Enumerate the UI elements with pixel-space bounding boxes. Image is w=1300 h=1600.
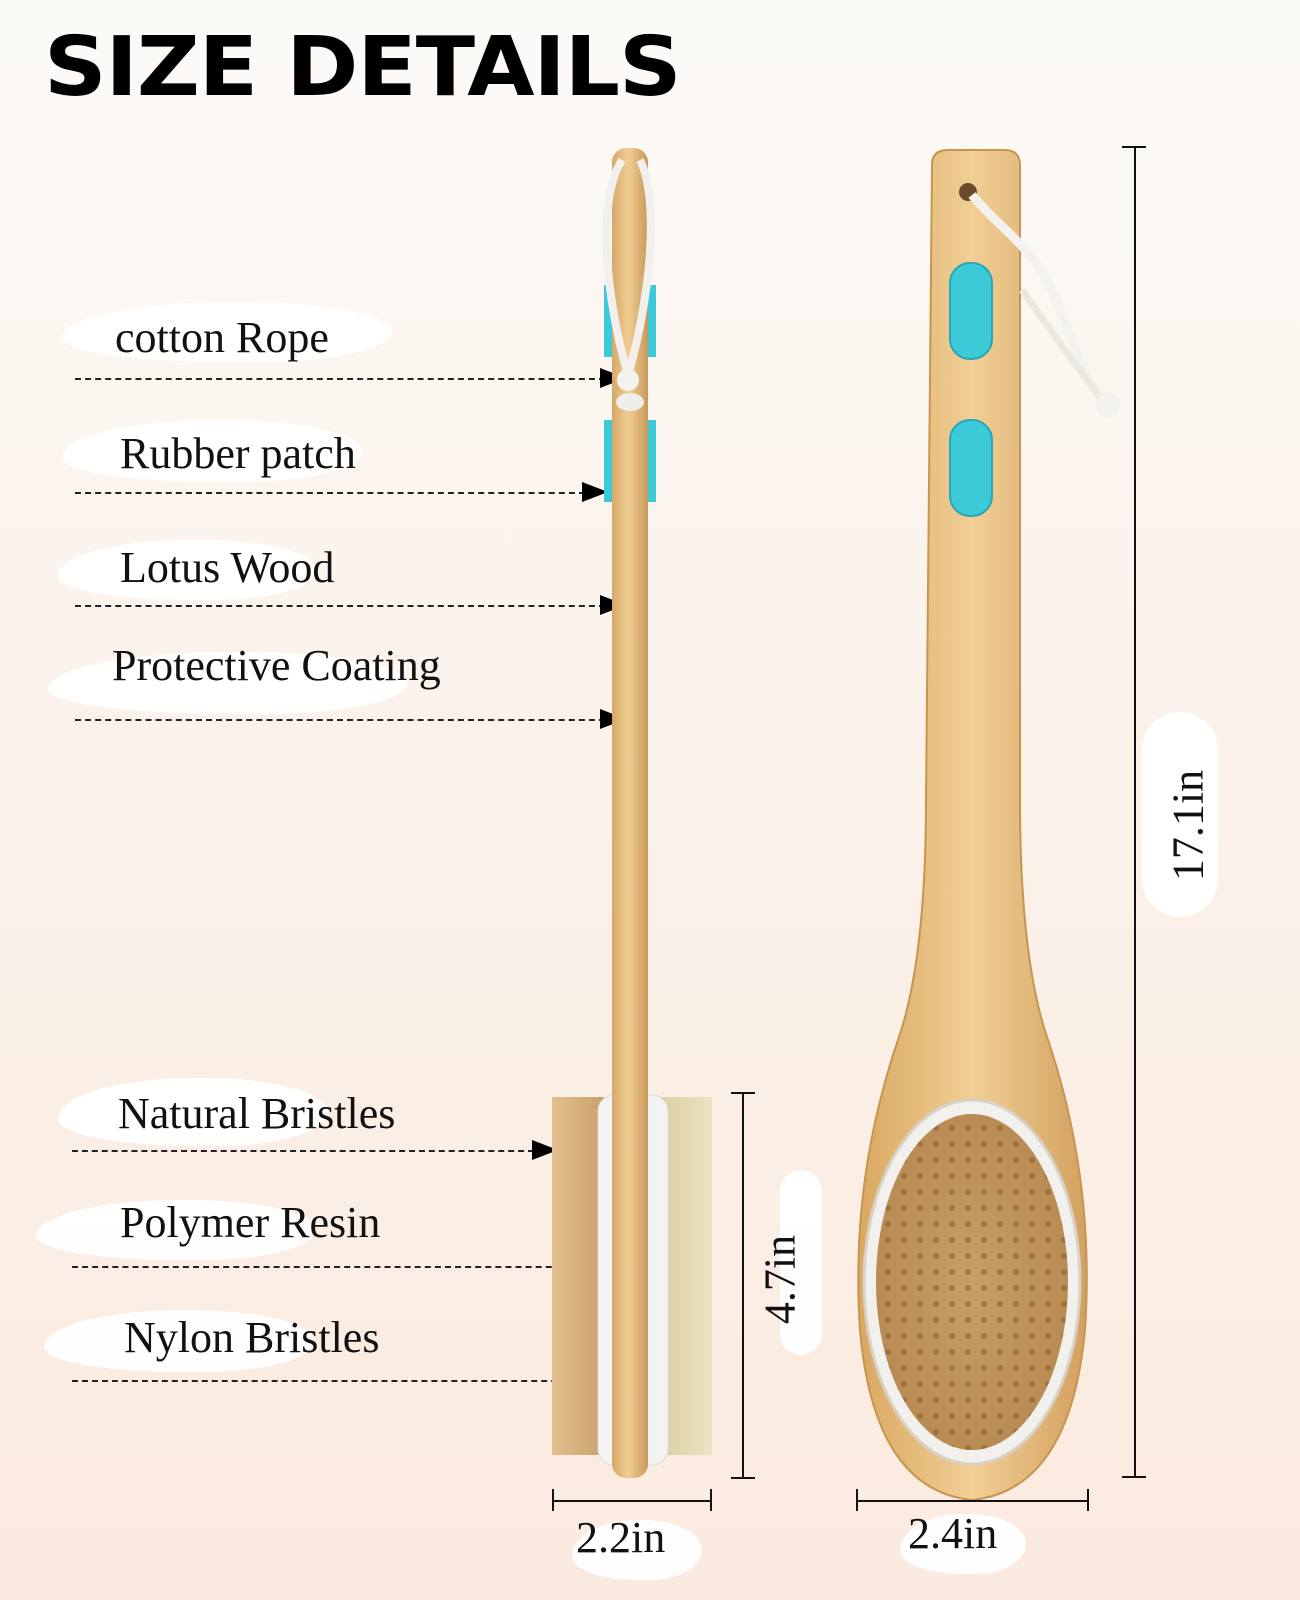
dimension-head-length: 4.7in: [755, 1234, 805, 1325]
label-bg: [1142, 712, 1218, 917]
label-nylon-bristles: Nylon Bristles: [124, 1313, 380, 1362]
dimension-line-head-length: [742, 1092, 744, 1478]
label-bg: [44, 1310, 314, 1372]
dimension-tick: [1122, 1476, 1146, 1478]
label-bg: [900, 1514, 1026, 1574]
leader-line: [72, 1266, 582, 1268]
label-protective-coating: Protective Coating: [112, 641, 441, 690]
label-cotton-rope: cotton Rope: [115, 313, 329, 362]
dimension-line-side-width: [552, 1500, 712, 1502]
dimension-front-width: 2.4in: [908, 1509, 998, 1558]
page-title: SIZE DETAILS: [44, 20, 682, 115]
label-bg: [62, 302, 392, 362]
arrow-icon: [582, 482, 608, 502]
dimension-tick: [710, 1489, 712, 1511]
label-bg: [48, 652, 408, 714]
leader-line: [75, 378, 605, 380]
leader-line: [75, 605, 605, 607]
label-rubber-patch: Rubber patch: [120, 429, 356, 478]
label-bg: [58, 1078, 328, 1146]
dimension-line-front-width: [856, 1500, 1088, 1502]
dimension-tick: [731, 1477, 755, 1479]
dimension-tick: [856, 1489, 858, 1511]
arrow-icon: [532, 1140, 558, 1160]
label-natural-bristles: Natural Bristles: [118, 1089, 396, 1138]
dimension-tick: [1122, 146, 1146, 148]
dimension-tick: [552, 1489, 554, 1511]
leader-line: [75, 719, 605, 721]
dimension-line-total-length: [1134, 147, 1136, 1477]
label-bg: [572, 1520, 702, 1580]
label-bg: [36, 1200, 316, 1260]
label-bg: [58, 540, 318, 600]
label-bg: [62, 420, 362, 482]
leader-line: [75, 492, 585, 494]
dimension-total-length: 17.1in: [1163, 769, 1213, 882]
label-polymer-resin: Polymer Resin: [120, 1198, 381, 1247]
label-bg: [780, 1170, 822, 1355]
leader-line: [72, 1150, 534, 1152]
leader-line: [72, 1380, 667, 1382]
dimension-tick: [731, 1092, 755, 1094]
dimension-side-width: 2.2in: [576, 1513, 666, 1562]
label-lotus-wood: Lotus Wood: [120, 543, 335, 592]
dimension-tick: [1087, 1489, 1089, 1511]
